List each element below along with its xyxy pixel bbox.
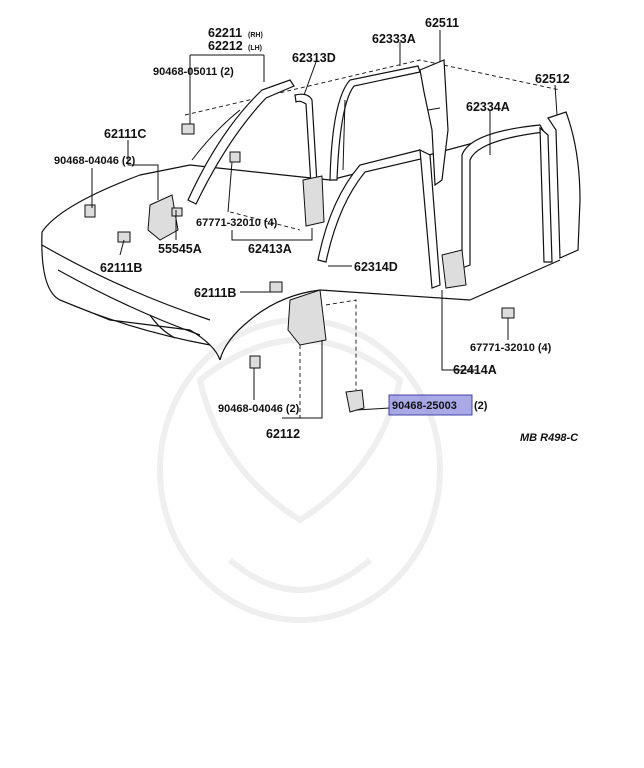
label-62333A: 62333A <box>372 32 416 46</box>
diagram-code: MB R498-C <box>520 432 579 444</box>
label-62413A: 62413A <box>248 242 292 256</box>
leader-lines <box>91 30 558 419</box>
label-62313D: 62313D <box>292 51 336 65</box>
part-labels: 62211 (RH) 62212 (LH) 62511 62333A 62313… <box>54 16 570 441</box>
label-90468-25003: 90468-25003 <box>392 400 457 412</box>
label-67771-32010-a: 67771-32010 (4) <box>196 217 278 229</box>
label-62112: 62112 <box>266 427 300 441</box>
label-62512: 62512 <box>535 72 570 86</box>
label-90468-04046-b: 90468-04046 (2) <box>218 403 300 415</box>
label-62111C: 62111C <box>104 127 146 141</box>
part-shapes <box>84 59 581 413</box>
highlighted-part-90468-25003[interactable]: 90468-25003 (2) <box>388 394 488 416</box>
label-90468-25003-qty: (2) <box>474 400 488 412</box>
label-62414A: 62414A <box>453 363 497 377</box>
label-90468-05011: 90468-05011 (2) <box>153 66 234 78</box>
label-62212: 62212 <box>208 39 243 53</box>
label-62314D: 62314D <box>354 260 398 274</box>
label-62211-rh: (RH) <box>248 32 263 39</box>
label-62334A: 62334A <box>466 100 510 114</box>
part-highlight-box <box>388 394 473 416</box>
label-62111B-a: 62111B <box>100 261 142 275</box>
label-90468-04046-a: 90468-04046 (2) <box>54 155 136 167</box>
label-62211: 62211 <box>208 26 242 40</box>
label-67771-32010-b: 67771-32010 (4) <box>470 342 552 354</box>
label-62212-lh: (LH) <box>248 45 262 52</box>
vehicle-body-outline <box>41 59 561 361</box>
label-55545A: 55545A <box>158 242 202 256</box>
label-62111B-b: 62111B <box>194 286 236 300</box>
watermark-emblem <box>157 317 443 623</box>
label-62511: 62511 <box>425 16 459 30</box>
